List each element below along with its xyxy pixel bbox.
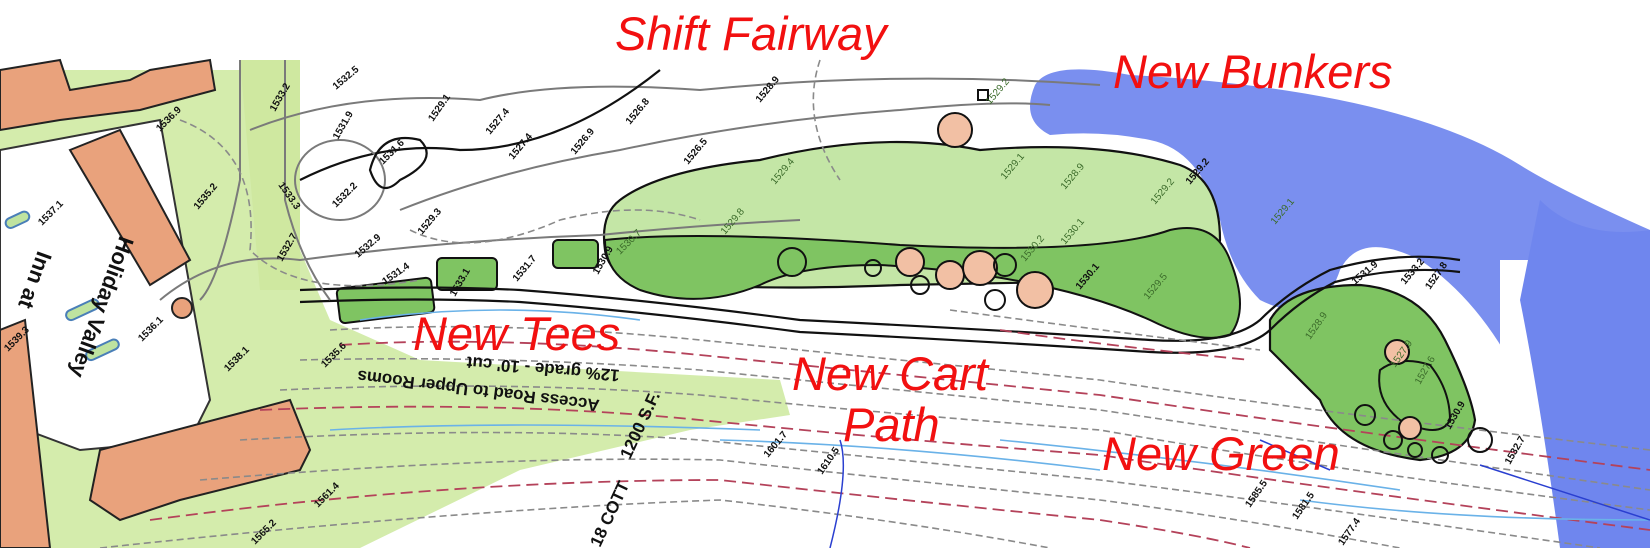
water-bunker bbox=[1030, 69, 1650, 548]
annotation-new-cart-path: New Cart bbox=[792, 347, 990, 400]
spot-elevation: 1527.4 bbox=[484, 106, 512, 137]
lower-contours bbox=[99, 309, 1650, 548]
spot-elevation: 1585.5 bbox=[1243, 478, 1270, 510]
spot-elevation: 1532.5 bbox=[331, 64, 362, 92]
cottages-label-line1: 18 COTT bbox=[586, 478, 633, 548]
spot-elevation: 1528.9 bbox=[754, 74, 782, 105]
parking-islands bbox=[4, 210, 120, 362]
annotation-new-cart-path-line2: Path bbox=[843, 398, 940, 451]
spot-elevation: 1531.9 bbox=[331, 109, 356, 141]
spot-elevation: 1601.7 bbox=[762, 429, 790, 460]
buildings bbox=[0, 58, 312, 548]
trees bbox=[895, 112, 1422, 440]
spot-elevation: 1577.4 bbox=[1336, 516, 1363, 548]
spot-elevation: 1529.3 bbox=[416, 206, 444, 237]
spot-elevation: 1531.7 bbox=[511, 253, 539, 284]
spot-elevation: 1532.2 bbox=[330, 180, 360, 210]
contour-lines bbox=[179, 59, 1101, 287]
spot-elevation: 1526.9 bbox=[569, 126, 597, 157]
annotation-shift-fairway: Shift Fairway bbox=[615, 7, 889, 60]
gazebo bbox=[171, 297, 193, 319]
shrubs bbox=[864, 253, 1493, 464]
annotation-new-green: New Green bbox=[1102, 427, 1340, 480]
annotation-new-bunkers: New Bunkers bbox=[1113, 45, 1393, 98]
spot-elevation: 1526.8 bbox=[624, 96, 652, 127]
new-green bbox=[1268, 283, 1477, 462]
spot-elevation: 1529.1 bbox=[426, 92, 453, 124]
spot-elevation: 1532.9 bbox=[353, 232, 384, 260]
annotation-new-tees: New Tees bbox=[413, 307, 620, 360]
spot-elevation: 1527.4 bbox=[507, 131, 535, 162]
spot-elevation: 1526.5 bbox=[682, 136, 710, 167]
